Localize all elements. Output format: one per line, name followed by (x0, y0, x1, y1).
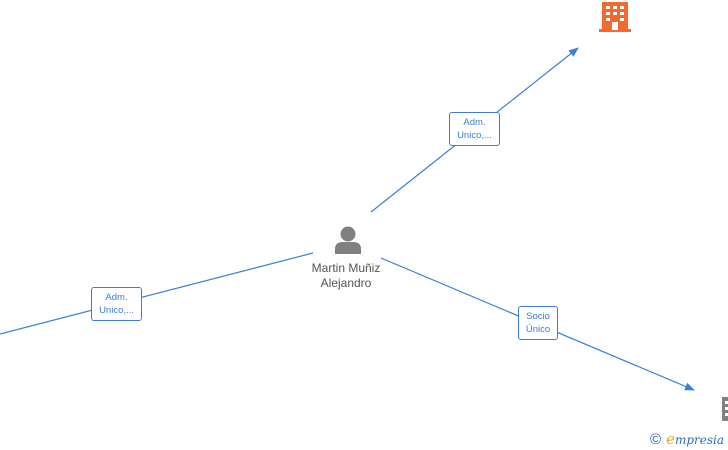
role-label-line2: Único (525, 324, 551, 335)
role-box-top-right[interactable]: Adm. Unico,... (449, 112, 500, 146)
person-name-label[interactable]: Martin Muñiz Alejandro (286, 261, 406, 291)
person-icon[interactable] (335, 226, 361, 255)
role-box-left[interactable]: Adm. Unico,... (91, 287, 142, 321)
brand-logo: empresia (666, 429, 725, 448)
role-label-line2: Unico,... (99, 305, 134, 316)
role-label-line1: Adm. (463, 117, 486, 128)
role-label-line1: Socio (526, 311, 550, 322)
person-name-line2: Alejandro (320, 276, 372, 290)
brand-logo-initial: e (666, 429, 675, 448)
brand-logo-rest: mpresia (674, 432, 725, 447)
copyright-symbol: © (650, 430, 662, 448)
person-name-line1: Martin Muñiz (311, 261, 381, 275)
role-label-line2: Unico,... (457, 130, 492, 141)
role-box-bottom-right[interactable]: Socio Único (518, 306, 558, 340)
role-label-line1: Adm. (105, 292, 128, 303)
building-icon[interactable] (722, 397, 728, 421)
building-icon[interactable] (599, 2, 631, 32)
edge-line-left (0, 252, 314, 335)
watermark: © empresia (650, 430, 724, 448)
